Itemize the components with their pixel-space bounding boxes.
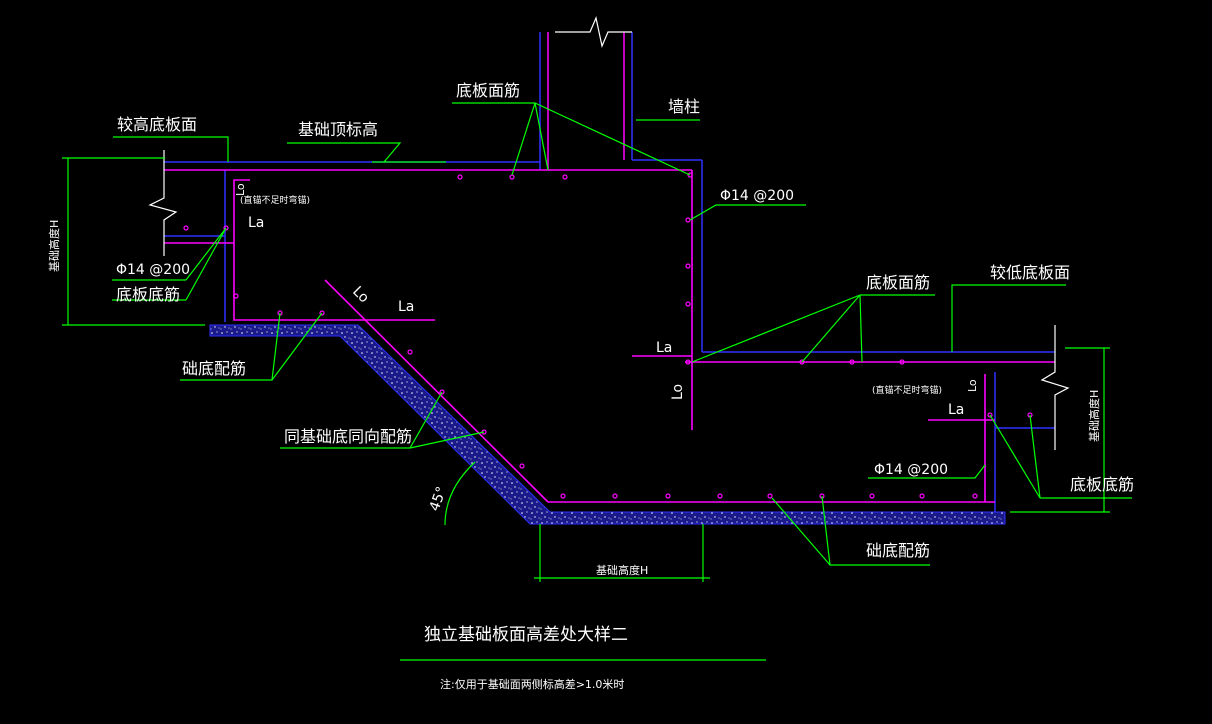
label-lo-mid: Lo (670, 384, 686, 400)
label-slab-top-bar-1: 底板面筋 (456, 81, 520, 100)
rebar-dots (183, 172, 1033, 499)
rebar-lines (164, 169, 1055, 503)
break-lines (148, 150, 1070, 450)
label-wall-column: 墙柱 (668, 97, 700, 116)
label-slab-bottom-bar-1: 底板底筋 (116, 285, 180, 304)
label-foundation-top-elev: 基础顶标高 (298, 120, 378, 139)
label-foundation-height-bottom: 基础高度H (596, 563, 648, 577)
label-rebar-phi14-2: Φ14 @200 (116, 262, 190, 278)
label-la-top-left: La (248, 215, 264, 231)
drawing-title: 独立基础板面高差处大样二 (424, 625, 628, 645)
label-foundation-height-right: 基础高度H (1087, 390, 1101, 442)
note-straight-anchor-1: (直锚不足时弯锚) (240, 194, 310, 206)
label-lower-slab-top: 较低底板面 (990, 263, 1070, 282)
labels: 较高底板面 基础顶标高 底板面筋 墙柱 (直锚不足时弯锚) Lo La Φ14 … (47, 81, 1134, 691)
label-la-mid: La (656, 340, 672, 356)
cushion-layer (209, 324, 1006, 525)
label-lo-slope: Lo (349, 284, 372, 307)
label-foundation-height-left: 基础高度H (47, 220, 61, 272)
note-straight-anchor-2: (直锚不足时弯锚) (872, 384, 942, 396)
label-angle-45: 45° (427, 485, 451, 514)
leader-lines (62, 102, 1132, 661)
drawing-note: 注:仅用于基础面两侧标高差>1.0米时 (440, 677, 624, 691)
label-base-bar-1: 础底配筋 (182, 359, 246, 378)
concrete-outline (164, 160, 1055, 512)
label-slab-bottom-bar-2: 底板底筋 (1070, 475, 1134, 494)
label-la-right: La (948, 402, 964, 418)
label-same-direction-bar: 同基础底同向配筋 (284, 427, 412, 446)
wall-column-rebar (547, 32, 625, 170)
label-lo-top-left: Lo (234, 183, 247, 196)
label-base-bar-2: 础底配筋 (866, 541, 930, 560)
label-rebar-phi14-1: Φ14 @200 (720, 188, 794, 204)
label-higher-slab-top: 较高底板面 (117, 115, 197, 134)
label-lo-right: Lo (966, 379, 979, 392)
label-la-slope: La (398, 299, 414, 315)
break-line-top (555, 16, 632, 48)
label-rebar-phi14-3: Φ14 @200 (874, 462, 948, 478)
label-slab-top-bar-2: 底板面筋 (866, 273, 930, 292)
wall-column (539, 32, 702, 170)
